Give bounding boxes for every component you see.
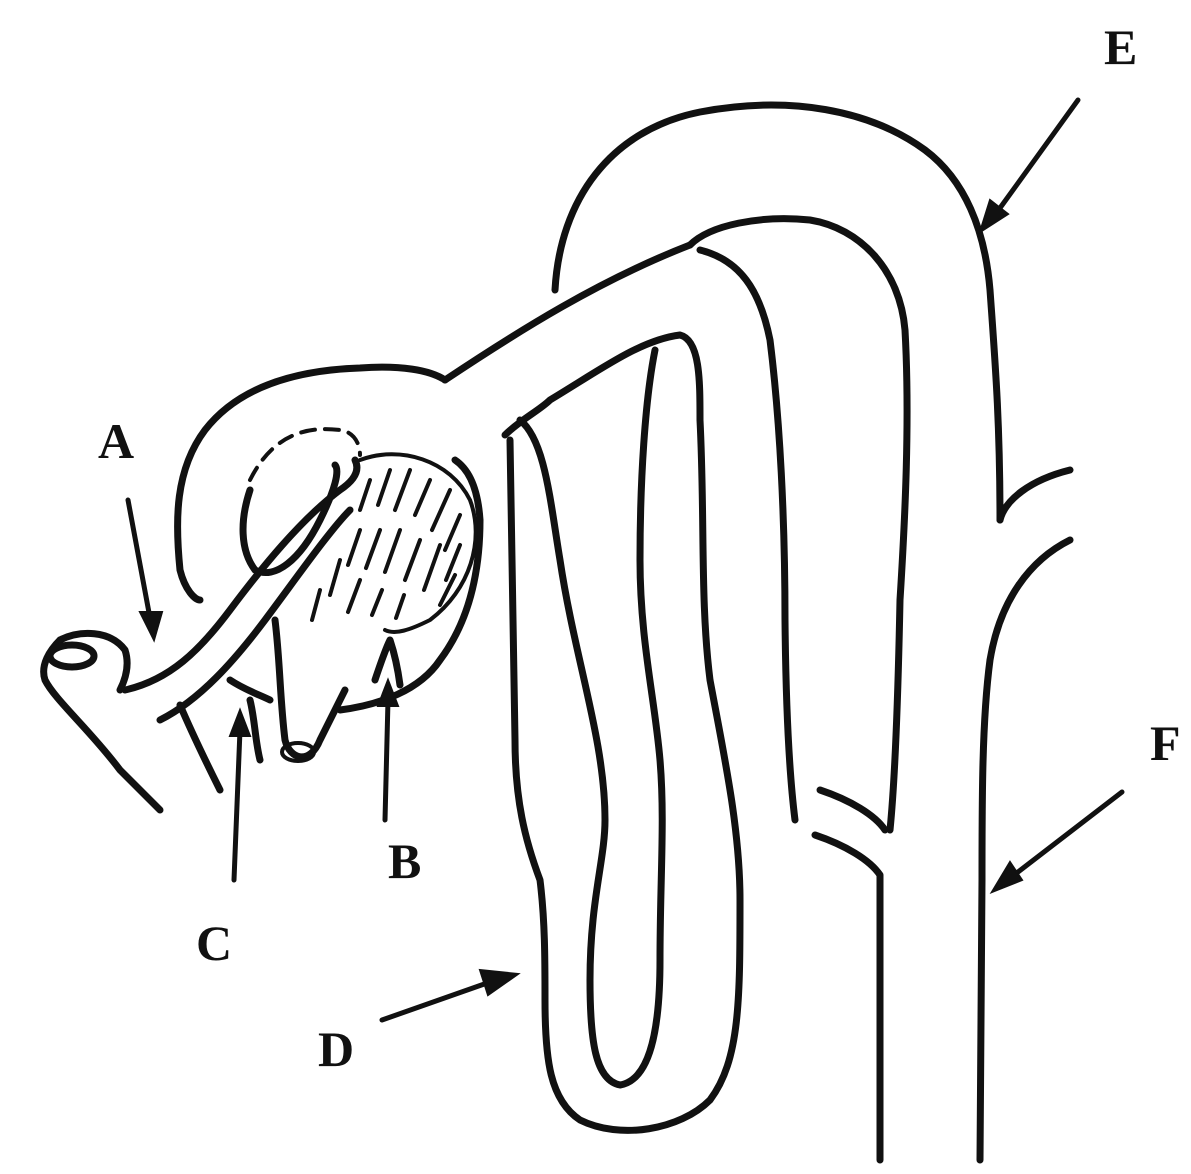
label-d: D	[318, 1021, 354, 1077]
glomerulus-dashed-top	[250, 429, 360, 480]
label-b: B	[388, 833, 421, 889]
afferent-opening	[50, 645, 94, 667]
arrow-a	[128, 500, 162, 640]
collecting-duct-right-wall-lower	[980, 540, 1070, 1160]
loop-inner-wall	[520, 350, 662, 1085]
afferent-arteriole-bottom	[160, 510, 350, 720]
arrow-b	[378, 680, 398, 820]
juxtaglomerular-wall-3	[250, 700, 260, 760]
juxtaglomerular-wall-1	[180, 705, 220, 790]
distal-tubule-inner	[700, 250, 795, 820]
efferent-loop	[243, 465, 337, 573]
arrow-c	[230, 710, 250, 880]
arrow-e	[980, 100, 1078, 232]
label-e: E	[1104, 19, 1137, 75]
side-branch-upper	[820, 790, 885, 830]
arrow-d	[382, 970, 518, 1020]
arrow-f	[992, 792, 1122, 892]
collecting-duct-right-wall-upper	[1000, 470, 1070, 520]
macula-densa	[375, 640, 400, 685]
label-f: F	[1150, 715, 1181, 771]
efferent-arteriole	[275, 620, 345, 757]
side-branch-lower	[815, 835, 880, 1160]
label-a: A	[98, 413, 134, 469]
label-c: C	[196, 915, 232, 971]
